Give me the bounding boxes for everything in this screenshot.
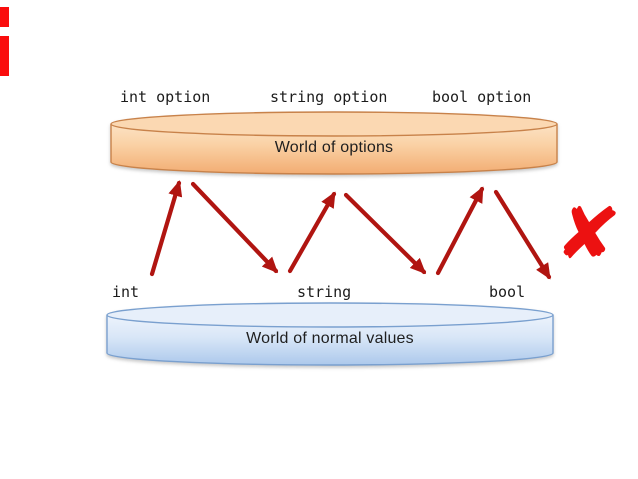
values-cylinder-top [106,302,554,328]
arrow-string-up [287,191,337,274]
arrow-bool-up [435,186,485,276]
arrow-int-up [149,180,183,277]
values-cylinder-body [106,315,554,366]
options-cylinder-body [110,124,558,175]
left-edge-red-mark-bottom [0,36,9,76]
options-cylinder-top [110,111,558,137]
label-string-option: string option [270,88,388,106]
arrow-down-to-bool [343,192,427,275]
label-int-option: int option [120,88,211,106]
label-int: int [112,283,140,301]
options-world-title: World of options [274,139,394,156]
label-string: string [297,283,352,301]
label-bool: bool [489,283,526,301]
left-edge-red-mark-top [0,7,9,27]
values-world-cylinder [106,302,554,366]
label-bool-option: bool option [432,88,532,106]
x-mark-icon: ✘ [551,185,625,282]
options-world-cylinder [110,111,558,175]
arrow-down-blocked [493,189,552,280]
values-world-title: World of normal values [246,330,414,347]
arrow-down-to-string [190,181,279,274]
